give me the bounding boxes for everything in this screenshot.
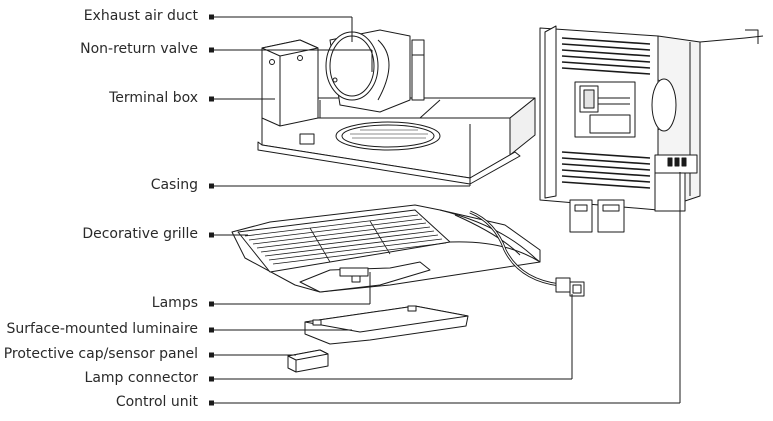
- label-lamps: Lamps: [151, 295, 198, 311]
- label-non-return-valve: Non-return valve: [80, 41, 198, 57]
- label-surface-mounted-luminaire: Surface-mounted luminaire: [6, 321, 198, 337]
- label-casing: Casing: [150, 177, 198, 193]
- label-decorative-grille: Decorative grille: [82, 226, 198, 242]
- lamp-connector-drawing: [469, 210, 585, 297]
- label-exhaust-air-duct: Exhaust air duct: [83, 8, 198, 24]
- protective-cap-drawing: [287, 349, 329, 373]
- exhaust-duct-drawing: [325, 29, 425, 113]
- label-protective-cap-sensor-panel: Protective cap/sensor panel: [3, 346, 198, 362]
- control-unit-drawing: [539, 25, 764, 233]
- leader-lines: [209, 14, 681, 406]
- casing-drawing: [257, 97, 536, 185]
- label-control-unit: Control unit: [115, 394, 198, 410]
- luminaire-drawing: [304, 305, 469, 345]
- label-lamp-connector: Lamp connector: [84, 370, 198, 386]
- decorative-grille-drawing: [231, 204, 541, 293]
- label-terminal-box: Terminal box: [109, 90, 198, 106]
- terminal-box-drawing: [261, 39, 319, 127]
